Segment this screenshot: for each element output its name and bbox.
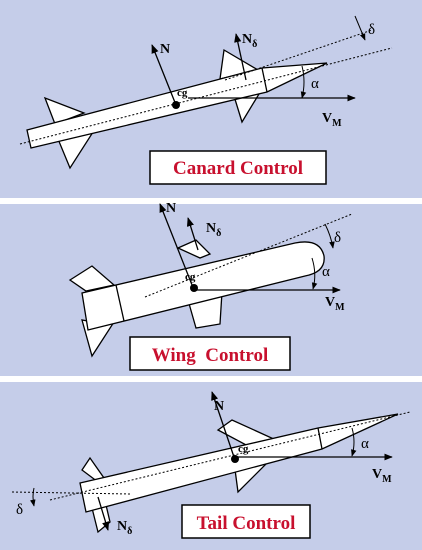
tail-normal-force-arrow (211, 391, 236, 461)
canard-control-force-label: Nδ (242, 32, 257, 50)
canard-alpha-arc (300, 65, 307, 99)
tail-caption-box: Tail Control (181, 504, 311, 539)
tail-delta-arc (30, 487, 36, 507)
tail-alpha-label: α (361, 436, 369, 452)
canard-normal-force-label: N (160, 42, 170, 57)
wing-normal-force-label: N (166, 201, 176, 216)
wing-cg-label: cg (185, 271, 196, 283)
panel-canard: N Nδ cg α δ VM Canard Control (0, 0, 422, 198)
tail-delta-label: δ (16, 502, 23, 518)
panel-wing: N Nδ cg α δ VM Wing Control (0, 201, 422, 376)
wing-control-force-label: Nδ (206, 221, 221, 239)
tail-body (79, 413, 399, 513)
tail-caption: Tail Control (197, 513, 296, 534)
canard-canard-axis (224, 29, 373, 81)
tail-control-force-arrow (97, 496, 110, 531)
wing-body (81, 241, 325, 331)
canard-control-force-arrow (234, 33, 247, 81)
canard-delta-label: δ (368, 22, 375, 38)
tail-cg-dot (231, 455, 239, 463)
canard-delta-arc (354, 15, 366, 41)
canard-caption-box: Canard Control (149, 150, 327, 185)
panel-tail: N Nδ cg α δ VM Tail Control (0, 382, 422, 550)
wing-missile (68, 239, 325, 358)
wing-normal-force-arrow (159, 203, 195, 291)
wing-alpha-label: α (322, 264, 330, 280)
wing-velocity-label: VM (325, 295, 345, 313)
canard-caption: Canard Control (173, 158, 303, 179)
wing-body-axis (144, 213, 353, 298)
wing-fin-upper (176, 239, 212, 259)
canard-cg-label: cg (177, 87, 188, 99)
wing-caption-box: Wing Control (129, 336, 291, 371)
tail-cg-label: cg (238, 443, 249, 455)
wing-alpha-arc (311, 257, 318, 290)
wing-cg-dot (190, 284, 198, 292)
wing-delta-arc (324, 223, 335, 249)
wing-control-force-arrow (186, 217, 199, 251)
wing-caption: Wing Control (152, 345, 269, 366)
canard-normal-force-arrow (151, 44, 177, 106)
tail-alpha-arc (351, 427, 357, 457)
tail-body-axis (49, 411, 411, 501)
canard-alpha-label: α (311, 76, 319, 92)
canard-velocity-label: VM (322, 111, 342, 129)
tail-control-force-label: Nδ (117, 519, 132, 537)
canard-body-axis (19, 47, 393, 145)
tail-velocity-label: VM (372, 467, 392, 485)
canard-cg-dot (172, 101, 180, 109)
wing-delta-label: δ (334, 230, 341, 246)
tail-normal-force-label: N (214, 399, 224, 414)
